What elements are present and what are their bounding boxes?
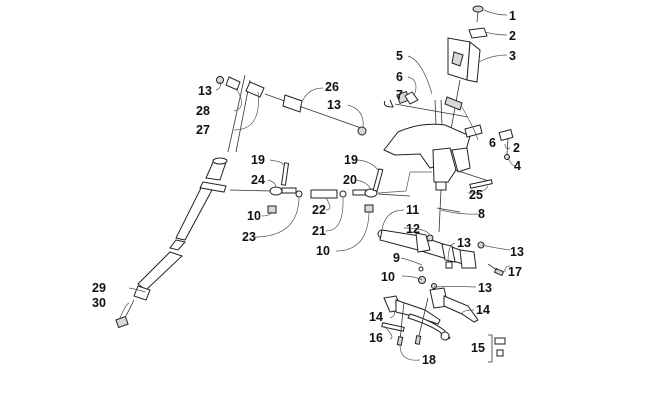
leader-lines — [119, 9, 516, 361]
callouts: 1 2 3 5 6 7 2 6 4 13 28 27 26 13 19 24 1… — [92, 9, 524, 367]
callout-13: 13 — [198, 84, 212, 98]
tie-rod-middle-parts — [229, 162, 432, 214]
callout-27: 27 — [196, 123, 210, 137]
callout-13: 13 — [478, 281, 492, 295]
callout-11: 11 — [406, 203, 419, 217]
callout-13: 13 — [327, 98, 341, 112]
callout-1: 1 — [509, 9, 516, 23]
callout-13: 13 — [510, 245, 524, 259]
callout-17: 17 — [508, 265, 522, 279]
callout-6: 6 — [396, 70, 403, 84]
callout-14: 14 — [476, 303, 490, 317]
callout-10: 10 — [247, 209, 261, 223]
callout-18: 18 — [422, 353, 436, 367]
callout-24: 24 — [251, 173, 265, 187]
tie-rod-upper-parts — [216, 76, 367, 136]
callout-25: 25 — [469, 188, 483, 202]
steering-post-body — [383, 123, 514, 233]
callout-12: 12 — [406, 222, 420, 236]
callout-5: 5 — [396, 49, 403, 63]
callout-6: 6 — [489, 136, 496, 150]
callout-19: 19 — [251, 153, 265, 167]
callout-23: 23 — [242, 230, 256, 244]
switch-harness-parts — [381, 287, 506, 363]
callout-20: 20 — [343, 173, 357, 187]
callout-10: 10 — [381, 270, 395, 284]
callout-3: 3 — [509, 49, 516, 63]
callout-2: 2 — [513, 141, 520, 155]
callout-21: 21 — [312, 224, 326, 238]
callout-26: 26 — [325, 80, 339, 94]
callout-22: 22 — [312, 203, 326, 217]
lower-bracket-parts — [377, 229, 505, 289]
callout-2: 2 — [509, 29, 516, 43]
callout-9: 9 — [393, 251, 400, 265]
callout-4: 4 — [514, 159, 521, 173]
steering-shaft-part — [115, 74, 251, 329]
callout-14: 14 — [369, 310, 383, 324]
steering-post-top-parts — [383, 5, 488, 151]
callout-13: 13 — [457, 236, 471, 250]
callout-10: 10 — [316, 244, 330, 258]
callout-7: 7 — [396, 88, 403, 102]
callout-28: 28 — [196, 104, 210, 118]
callout-19: 19 — [344, 153, 358, 167]
callout-16: 16 — [369, 331, 383, 345]
callout-30: 30 — [92, 296, 106, 310]
callout-29: 29 — [92, 281, 106, 295]
callout-8: 8 — [478, 207, 485, 221]
callout-15: 15 — [471, 341, 485, 355]
